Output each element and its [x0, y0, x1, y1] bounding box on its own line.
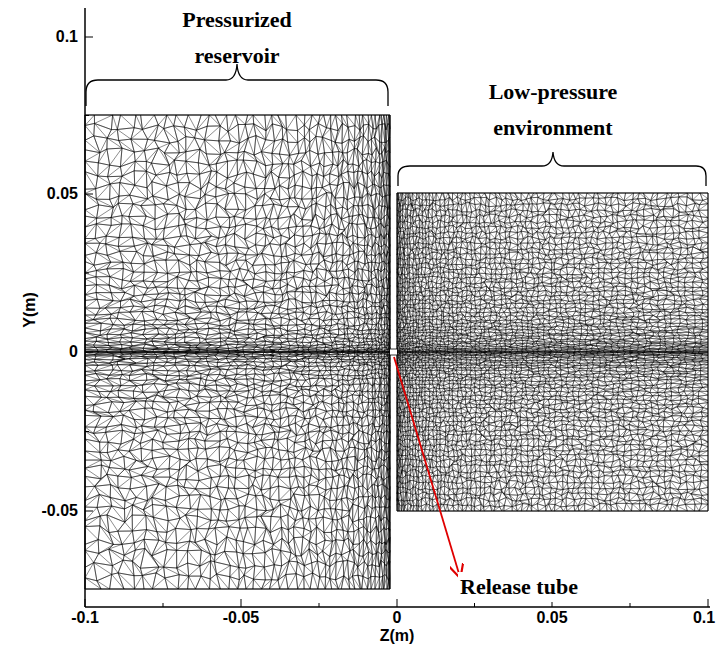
- tick-label: 0: [393, 609, 402, 627]
- tick-label: 0: [69, 343, 78, 361]
- tick-label: 0.1: [56, 28, 78, 46]
- axes: [85, 8, 710, 607]
- triangle-mesh: [85, 115, 708, 589]
- tick-label: 0.05: [47, 185, 78, 203]
- tube-wall: [390, 355, 397, 356]
- tick-label: -0.05: [223, 609, 259, 627]
- region-border: [85, 115, 708, 589]
- tick-label: -0.05: [42, 502, 78, 520]
- axis-ticks: [85, 37, 708, 607]
- axis-title: Z(m): [380, 627, 415, 645]
- release-tube: [390, 349, 397, 355]
- region-label: Pressurized reservoir: [157, 2, 317, 74]
- bracket: [86, 64, 388, 106]
- tube-wall: [390, 349, 397, 350]
- region-label: Low-pressure environment: [453, 74, 653, 146]
- reservoir-mesh: [85, 115, 390, 589]
- tick-label: -0.1: [71, 609, 99, 627]
- axis-title: Y(m): [21, 292, 39, 328]
- tick-label: 0.05: [536, 609, 567, 627]
- leader-arrow: [394, 357, 460, 577]
- environment-mesh: [397, 193, 708, 511]
- bracket: [398, 152, 706, 186]
- tick-label: 0.1: [693, 609, 715, 627]
- callout-label: Release tube: [458, 572, 580, 602]
